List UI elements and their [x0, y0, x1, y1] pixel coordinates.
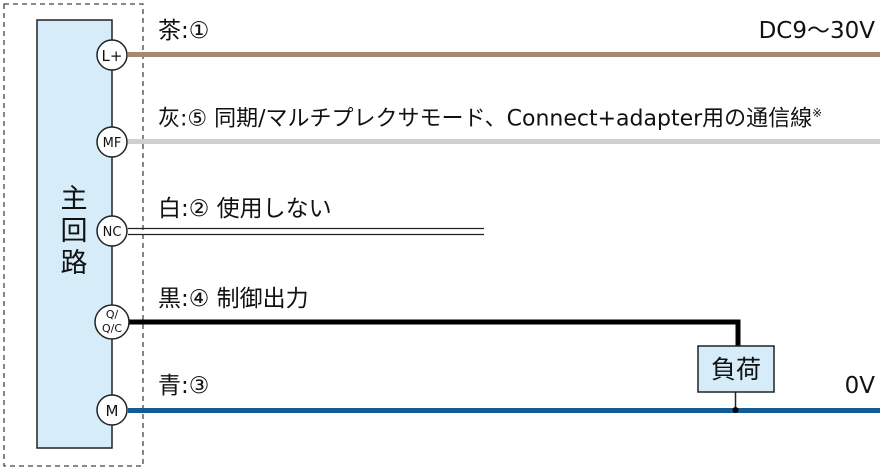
main-circuit-char-3: 路	[61, 248, 88, 279]
gray-wire	[128, 139, 880, 144]
main-circuit-char-1: 主	[61, 184, 88, 215]
blue-wire-voltage-label: 0V	[844, 373, 875, 399]
gray-wire-label: 灰:⑤ 同期/マルチプレクサモード、Connect+adapter用の通信線	[158, 106, 813, 132]
terminal-q-qc: Q/ Q/C	[94, 304, 130, 340]
brown-wire-label: 茶:①	[158, 18, 210, 44]
gray-wire-label-group: 灰:⑤ 同期/マルチプレクサモード、Connect+adapter用の通信線※	[158, 107, 822, 130]
terminal-label: MF	[103, 136, 122, 151]
brown-wire-voltage-label: DC9～30V	[758, 18, 875, 44]
white-wire-label: 白:② 使用しない	[158, 196, 332, 222]
load-label: 負荷	[711, 355, 761, 384]
blue-wire	[128, 408, 880, 413]
main-circuit-char-2: 回	[61, 216, 88, 247]
terminal-m: M	[96, 394, 128, 426]
terminal-label: L+	[102, 47, 123, 65]
terminal-label-bottom: Q/C	[102, 322, 122, 335]
load-box	[697, 345, 775, 393]
terminal-l-plus: L+	[96, 39, 128, 71]
terminal-label-top: Q/	[106, 308, 119, 321]
gray-wire-note-mark: ※	[812, 106, 823, 120]
terminal-nc: NC	[96, 215, 128, 247]
terminal-label: M	[106, 402, 119, 420]
black-wire	[128, 319, 741, 346]
load-junction-dot	[732, 407, 739, 413]
blue-wire-label: 青:③	[158, 373, 210, 399]
brown-wire	[128, 52, 880, 57]
white-wire	[128, 227, 484, 236]
terminal-mf: MF	[96, 126, 128, 158]
terminal-label: NC	[103, 225, 122, 240]
black-wire-label: 黒:④ 制御出力	[158, 286, 309, 312]
